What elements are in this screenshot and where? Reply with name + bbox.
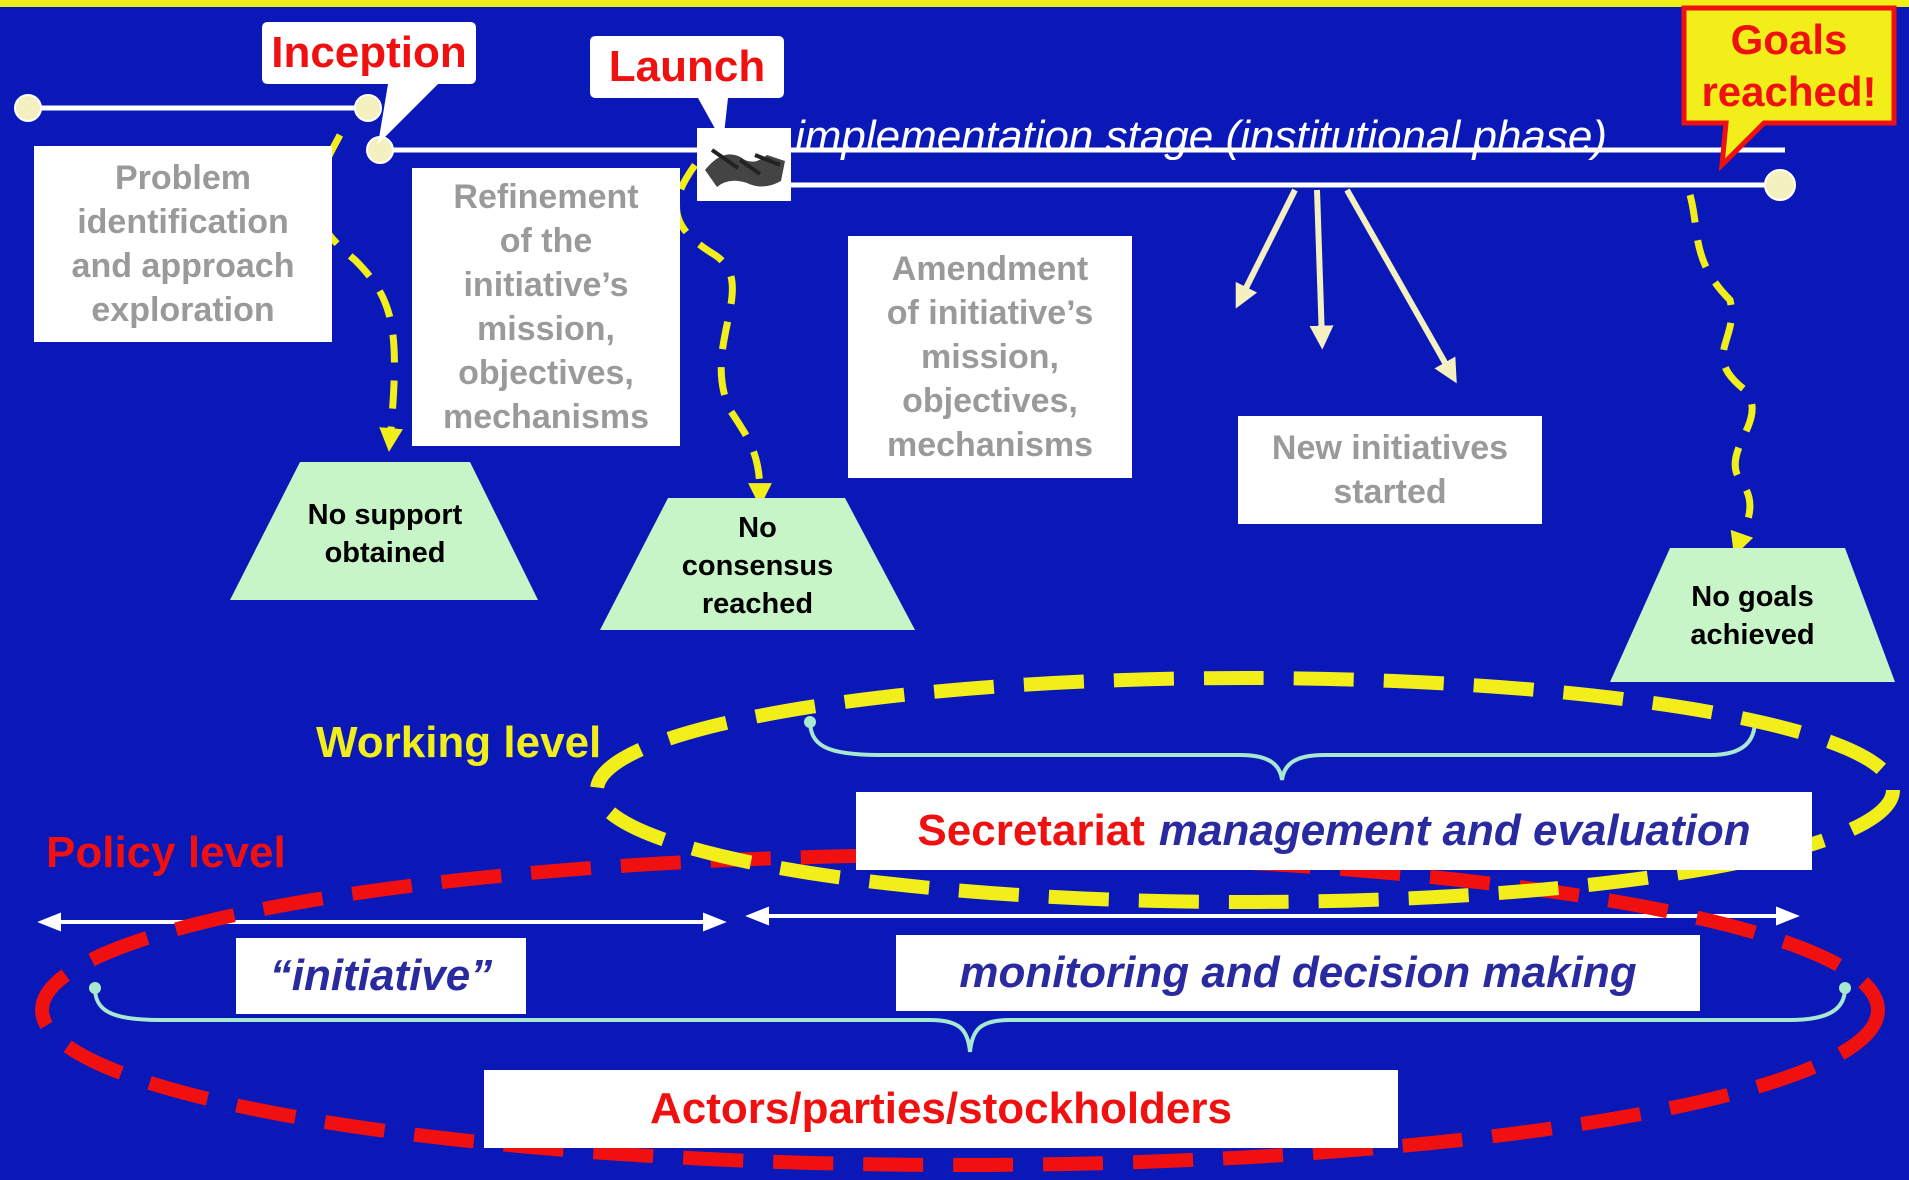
no-support-line-1: No support bbox=[307, 499, 463, 531]
launch-label: Launch bbox=[608, 42, 766, 91]
working-level-label: Working level bbox=[316, 718, 602, 767]
goals-label-line2: reached! bbox=[1701, 68, 1877, 115]
refinement-line-4: mission, bbox=[477, 310, 615, 348]
timeline-dot-inception-end bbox=[354, 94, 382, 122]
timeline-dot-launch-start bbox=[366, 136, 394, 164]
no-goals-line-2: achieved bbox=[1690, 619, 1815, 651]
problem-identification-box: Problem identification and approach expl… bbox=[34, 146, 332, 342]
timeline-dot-goals bbox=[1764, 169, 1796, 201]
amendment-line-3: mission, bbox=[921, 338, 1059, 376]
refinement-line-3: initiative’s bbox=[463, 266, 629, 304]
path-to-no-consensus bbox=[673, 162, 772, 507]
problem-line-3: and approach bbox=[71, 247, 295, 285]
secretariat-box: Secretariat management and evaluation bbox=[856, 792, 1812, 870]
implementation-stage-label: implementation stage (institutional phas… bbox=[795, 112, 1608, 161]
working-level-ellipse bbox=[590, 671, 1900, 909]
working-level-brace bbox=[808, 719, 1757, 781]
path-to-no-goals bbox=[1686, 194, 1756, 557]
no-consensus-line-3: reached bbox=[701, 587, 814, 620]
amendment-line-4: objectives, bbox=[902, 382, 1078, 420]
problem-line-4: exploration bbox=[91, 291, 275, 329]
failure-shapes bbox=[230, 462, 1895, 682]
problem-line-1: Problem bbox=[114, 159, 252, 197]
amendment-box: Amendment of initiative’s mission, objec… bbox=[848, 236, 1132, 478]
refinement-box: Refinement of the initiative’s mission, … bbox=[412, 168, 680, 446]
no-support-shape bbox=[230, 462, 538, 600]
refinement-line-1: Refinement bbox=[453, 178, 639, 216]
secretariat-role: management and evaluation bbox=[1158, 806, 1751, 855]
amendment-line-5: mechanisms bbox=[887, 426, 1093, 464]
refinement-line-5: objectives, bbox=[458, 354, 634, 392]
top-border bbox=[0, 0, 1909, 7]
no-consensus-shape bbox=[600, 498, 915, 630]
no-goals-shape bbox=[1610, 548, 1895, 682]
no-consensus-line-2: consensus bbox=[681, 549, 834, 582]
policy-level-brace bbox=[93, 987, 1847, 1053]
no-support-text: No support obtained bbox=[240, 490, 530, 578]
arrow-1 bbox=[1235, 188, 1298, 309]
refinement-line-6: mechanisms bbox=[443, 398, 649, 436]
no-goals-text: No goals achieved bbox=[1640, 576, 1865, 656]
no-support-line-2: obtained bbox=[324, 537, 446, 569]
problem-line-2: identification bbox=[77, 203, 289, 241]
new-initiatives-box: New initiatives started bbox=[1238, 416, 1542, 524]
amendment-line-2: of initiative’s bbox=[886, 294, 1094, 332]
goals-label-line1: Goals bbox=[1730, 16, 1848, 63]
monitoring-box: monitoring and decision making bbox=[896, 935, 1700, 1011]
handshake-icon bbox=[697, 128, 791, 201]
refinement-line-2: of the bbox=[499, 222, 593, 260]
implementation-arrows bbox=[1235, 188, 1457, 384]
actors-box: Actors/parties/stockholders bbox=[484, 1070, 1398, 1148]
new-initiatives-line-1: New initiatives bbox=[1271, 429, 1509, 467]
inception-label: Inception bbox=[271, 28, 467, 77]
arrow-3 bbox=[1344, 188, 1457, 384]
arrow-2 bbox=[1309, 189, 1334, 350]
amendment-line-1: Amendment bbox=[891, 250, 1089, 288]
timeline-dot-start bbox=[14, 94, 42, 122]
new-initiatives-line-2: started bbox=[1333, 473, 1447, 511]
secretariat-name: Secretariat bbox=[917, 806, 1145, 855]
policy-level-label: Policy level bbox=[46, 828, 286, 877]
initiative-box: “initiative” bbox=[236, 938, 526, 1014]
policy-level-ellipse bbox=[35, 848, 1885, 1172]
no-goals-line-1: No goals bbox=[1691, 581, 1814, 613]
no-consensus-line-1: No bbox=[738, 511, 777, 544]
no-consensus-text: No consensus reached bbox=[620, 508, 895, 623]
